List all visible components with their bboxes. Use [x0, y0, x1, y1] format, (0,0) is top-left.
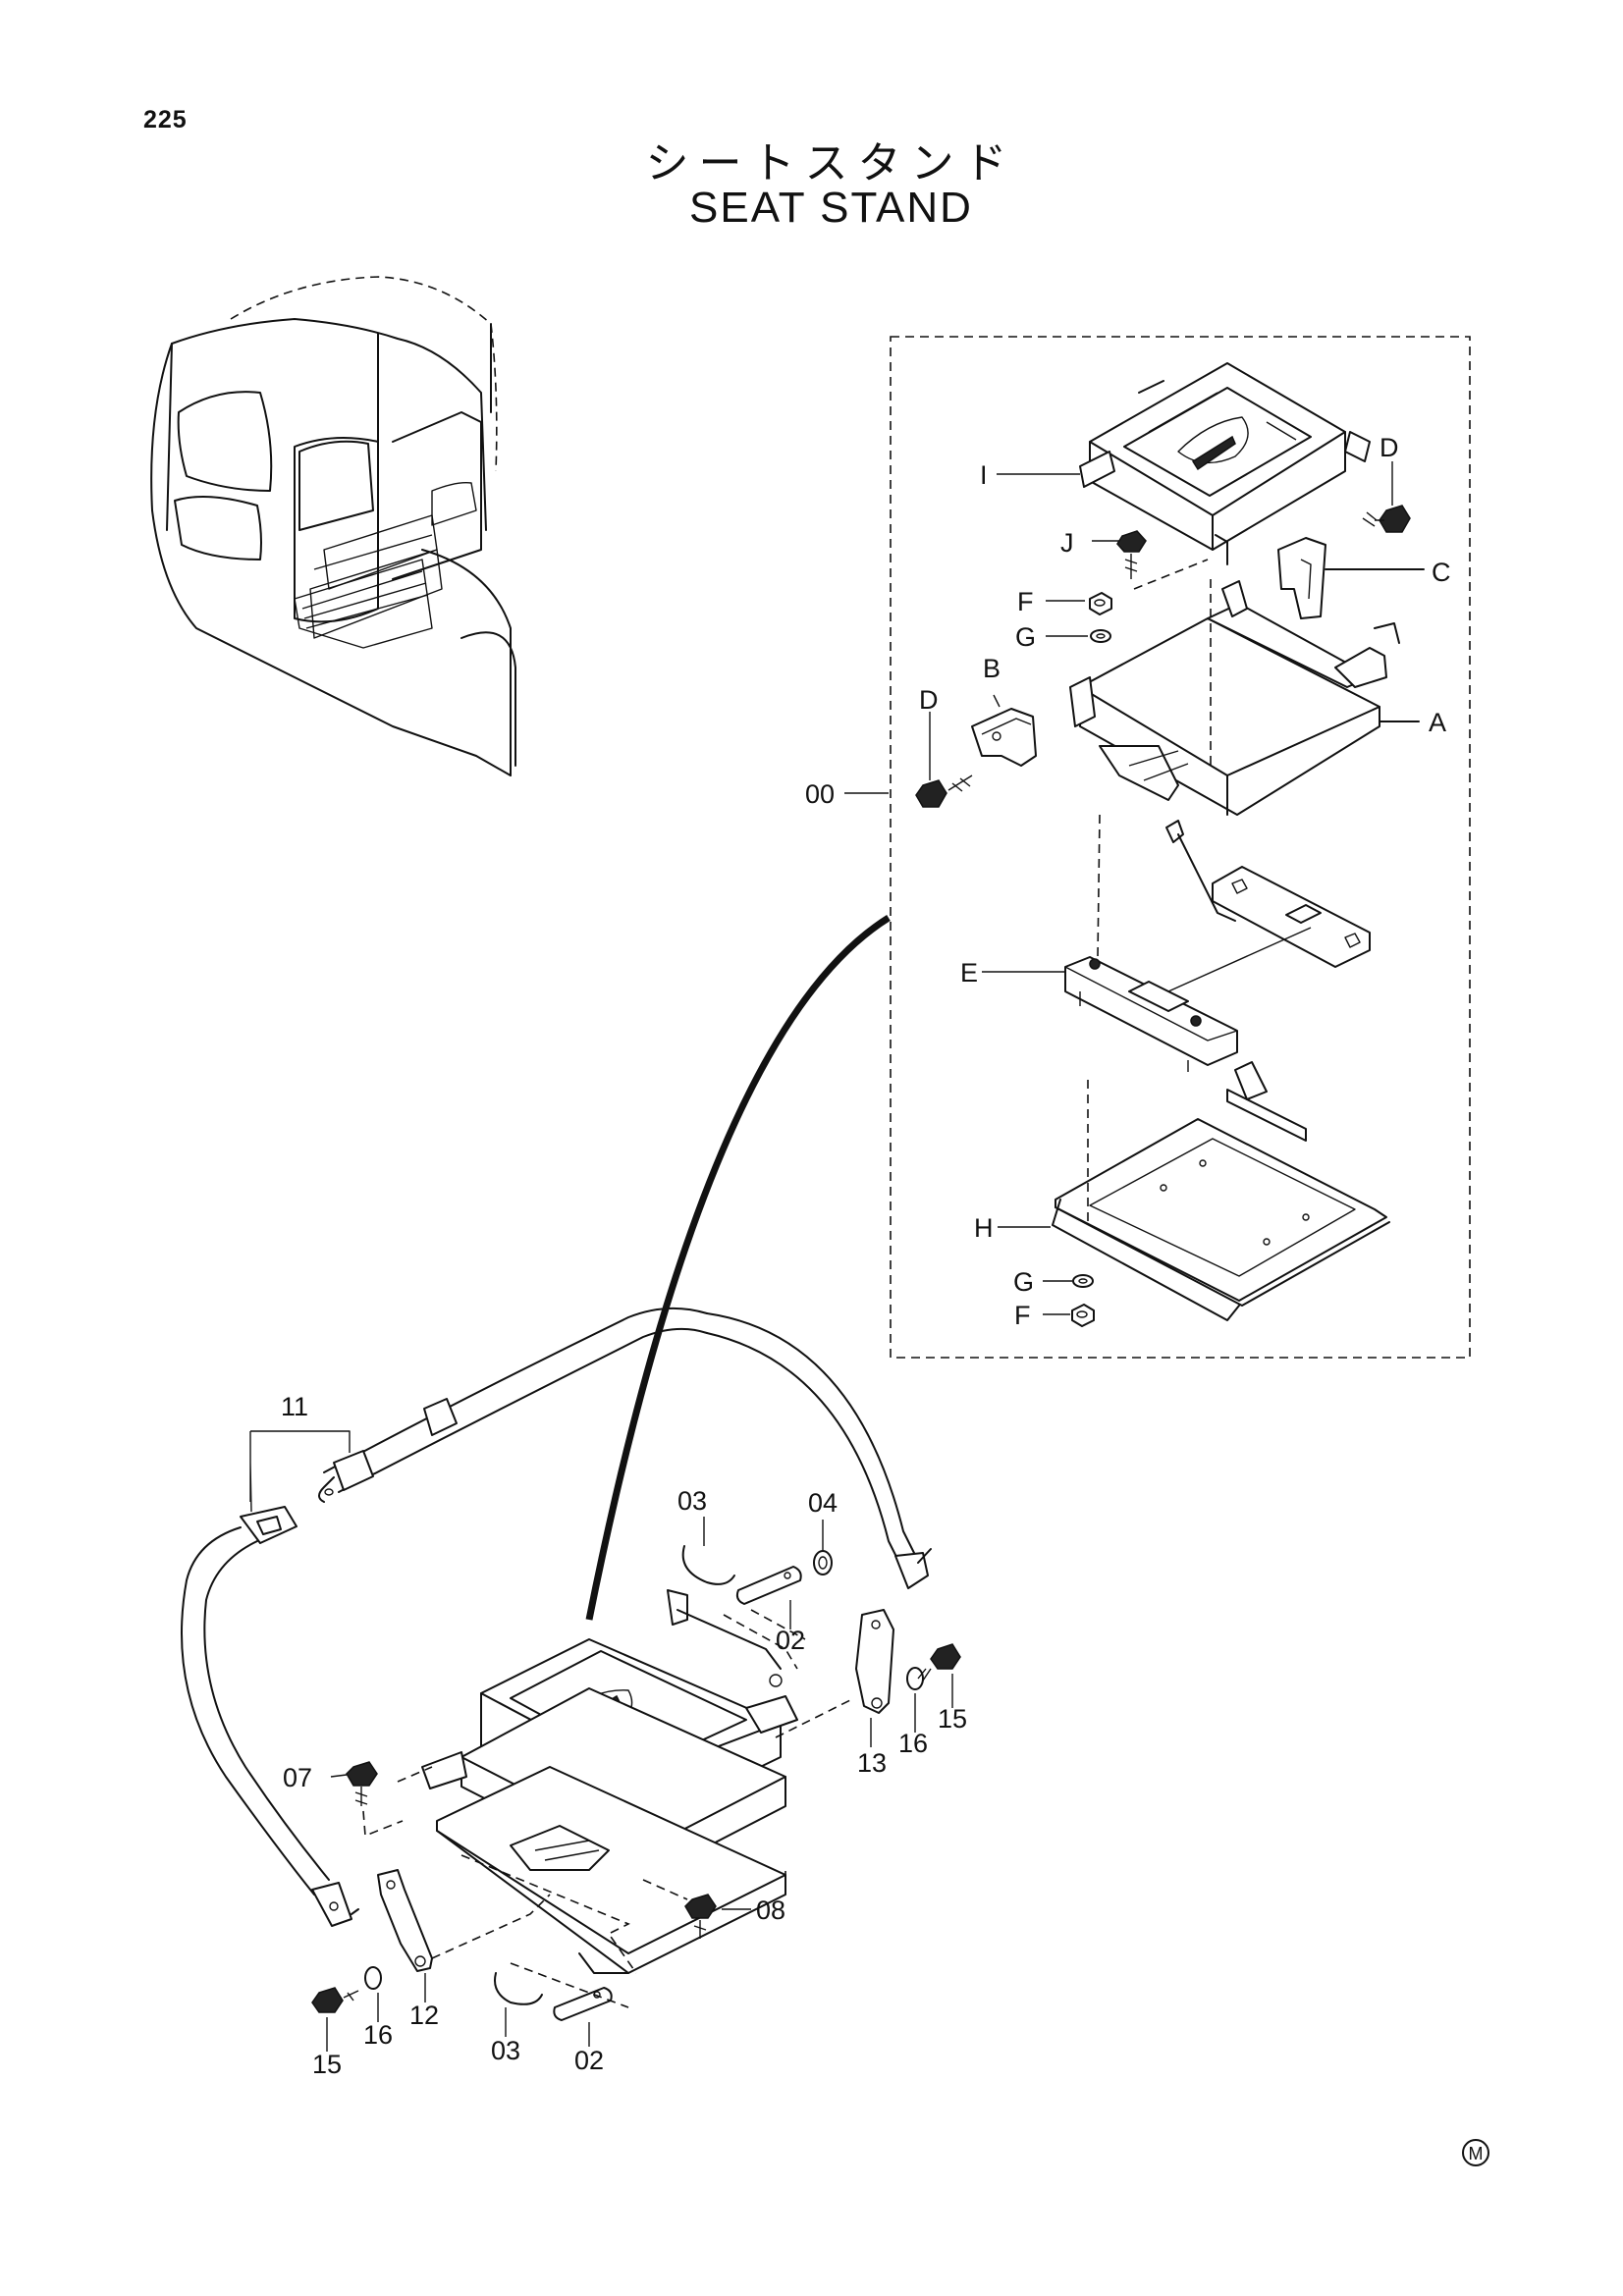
part-number-03-upper: 03: [677, 1486, 707, 1516]
slide-lever-assembly: [1165, 820, 1371, 968]
callout-I: I: [980, 460, 988, 490]
callout-A: A: [1429, 708, 1446, 737]
part-number-12: 12: [409, 2001, 439, 2030]
part-D-bolt-left: [915, 774, 973, 808]
callout-F-upper: F: [1017, 587, 1034, 616]
part-08-bolt: [684, 1894, 717, 1939]
page-title-japanese: シートスタンド: [645, 138, 1017, 188]
callout-E: E: [960, 958, 978, 988]
callout-G-upper: G: [1015, 622, 1036, 652]
machine-cab-overview: [150, 276, 516, 776]
part-02-pin-lower: [553, 1987, 613, 2021]
part-number-02-upper: 02: [776, 1626, 805, 1655]
part-number-11: 11: [281, 1392, 308, 1421]
page-number: 225: [143, 106, 188, 133]
part-15-bolt-left: [311, 1987, 359, 2013]
part-02-pin-upper: [735, 1566, 802, 1605]
callout-leaders-frame: [844, 461, 1393, 1315]
callout-B: B: [983, 654, 1001, 683]
part-G-washer-lower: [1072, 1274, 1094, 1288]
assembly-frame: [890, 336, 1471, 1359]
part-number-02-lower: 02: [574, 2046, 604, 2075]
part-A-base-frame: [1069, 579, 1420, 816]
part-16-washer-right: [906, 1667, 924, 1690]
seat-belt: [181, 1307, 932, 1927]
part-number-15-right: 15: [938, 1704, 967, 1734]
part-J-bolt: [1116, 530, 1209, 590]
callout-J: J: [1060, 528, 1074, 558]
part-number-03-lower: 03: [491, 2036, 520, 2065]
callout-D-left: D: [919, 685, 939, 715]
part-H-base-plate: [1052, 1061, 1390, 1321]
callout-C: C: [1432, 558, 1451, 587]
part-03-pin-upper: [681, 1545, 735, 1585]
part-B-bracket: [971, 708, 1037, 767]
part-03-pin-lower: [494, 1972, 543, 2005]
part-number-07: 07: [283, 1763, 312, 1792]
part-I-upper-frame: [1079, 362, 1371, 565]
mark-letter: M: [1469, 2144, 1484, 2163]
part-number-15-left: 15: [312, 2050, 342, 2079]
part-C-bracket: [1277, 537, 1425, 619]
part-number-04: 04: [808, 1488, 838, 1518]
callout-G-lower: G: [1013, 1267, 1034, 1297]
part-13-plate: [855, 1609, 894, 1714]
connector-curve: [585, 915, 891, 1621]
callout-assembly-00: 00: [805, 779, 835, 809]
part-16-washer-left: [364, 1966, 382, 1990]
part-F-nut-lower: [1071, 1304, 1095, 1327]
callout-F-lower: F: [1014, 1301, 1031, 1330]
part-E-slide-rail: [1064, 814, 1312, 1072]
callout-leaders-bottom: [249, 1430, 953, 2052]
page-title-english: SEAT STAND: [689, 184, 973, 232]
circled-m-mark: M: [1462, 2139, 1489, 2166]
part-number-08: 08: [756, 1896, 785, 1925]
part-F-nut-upper: [1089, 592, 1112, 615]
assembly-guide-lines: [362, 1609, 855, 2008]
part-number-13: 13: [857, 1748, 887, 1778]
callout-D-right: D: [1380, 433, 1399, 462]
part-12-plate: [377, 1869, 433, 1972]
seat-stand-assembled: [421, 1589, 798, 1974]
part-number-16-right: 16: [898, 1729, 928, 1758]
part-D-bolt-right: [1362, 505, 1411, 533]
callout-H: H: [974, 1213, 994, 1243]
part-04-washer: [813, 1550, 833, 1575]
part-G-washer-upper: [1090, 629, 1111, 643]
part-15-bolt-right: [917, 1643, 961, 1682]
part-number-16-left: 16: [363, 2020, 393, 2050]
part-07-bolt: [346, 1761, 378, 1806]
